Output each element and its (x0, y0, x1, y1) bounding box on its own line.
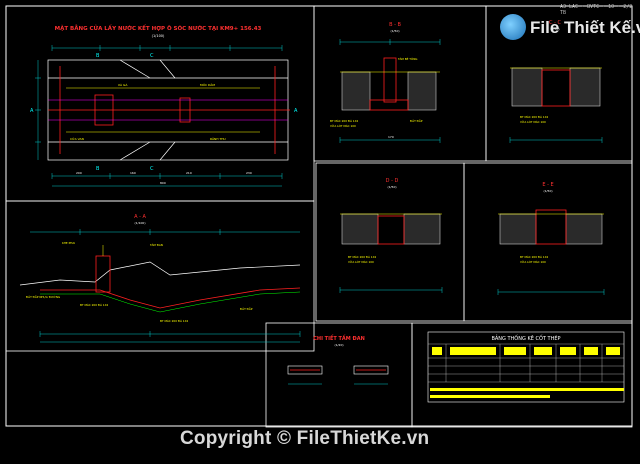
section-ee-title: E - E (542, 182, 553, 188)
svg-text:BT MÁC 200 ĐÁ 1X2: BT MÁC 200 ĐÁ 1X2 (520, 114, 548, 119)
svg-text:B: B (96, 53, 100, 59)
svg-text:230: 230 (246, 171, 252, 175)
svg-text:TÂM BÊ TÔNG: TÂM BÊ TÔNG (397, 56, 417, 61)
section-aa: A - A (1/100) KHE PHAI TÂM ĐAN ĐẤT ĐẮP NHỰ… (19, 214, 301, 343)
svg-text:BT MÁC 200 ĐÁ 1X2: BT MÁC 200 ĐÁ 1X2 (348, 254, 376, 259)
svg-text:KHE PHAI: KHE PHAI (62, 241, 75, 245)
table-title: BẢNG THỐNG KÊ CỐT THÉP (491, 334, 560, 342)
section-cc-panel-frame (485, 5, 633, 162)
filethietke-logo-icon (500, 14, 526, 40)
svg-text:VỮA LÓT MÁC 100: VỮA LÓT MÁC 100 (348, 259, 374, 264)
section-bb: B - B (1/50) TÂM BÊ TÔNG BT MÁC 200 ĐÁ 1X… (330, 22, 441, 143)
section-aa-scale: (1/100) (135, 221, 146, 225)
svg-text:210: 210 (186, 171, 192, 175)
svg-text:C: C (150, 166, 154, 172)
svg-text:BT MÁC 200 ĐÁ 1X2: BT MÁC 200 ĐÁ 1X2 (330, 118, 358, 123)
detail-scale: (1/20) (334, 343, 343, 347)
svg-text:ĐẤT ĐẮP NHỰA ĐƯỜNG: ĐẤT ĐẮP NHỰA ĐƯỜNG (26, 294, 60, 299)
svg-text:RÃNH THU: RÃNH THU (210, 136, 226, 141)
section-dd-scale: (1/50) (387, 185, 396, 189)
svg-text:200: 200 (76, 171, 82, 175)
svg-text:BT MÁC 200 ĐÁ 1X2: BT MÁC 200 ĐÁ 1X2 (520, 254, 548, 259)
section-ee-panel-frame (463, 162, 633, 322)
svg-text:BT MÁC 200 ĐÁ 1X2: BT MÁC 200 ĐÁ 1X2 (160, 318, 188, 323)
svg-text:A: A (294, 108, 298, 114)
sheet-code: A3 LAC · BVTC · 10 · 2/2 TB (560, 4, 633, 16)
svg-text:170: 170 (388, 135, 394, 139)
svg-text:160: 160 (130, 171, 136, 175)
svg-text:A: A (30, 108, 34, 114)
plan-view: MẶT BẰNG CỬA LẤY NƯỚC KẾT HỢP Ô SÓC NƯỚC… (30, 24, 298, 187)
section-aa-title: A - A (134, 214, 146, 220)
section-bb-title: B - B (389, 22, 401, 28)
svg-text:VỮA LÓT MÁC 100: VỮA LÓT MÁC 100 (520, 259, 546, 264)
svg-text:MỐC DẦM: MỐC DẦM (200, 82, 215, 87)
svg-text:CỬA VAN: CỬA VAN (70, 136, 84, 141)
rebar-table: BẢNG THỐNG KÊ CỐT THÉP (427, 331, 625, 403)
section-cc-scale: (1/50) (550, 27, 559, 31)
svg-text:VỮA LÓT MÁC 100: VỮA LÓT MÁC 100 (520, 119, 546, 124)
svg-text:TÂM ĐAN: TÂM ĐAN (149, 242, 163, 247)
svg-text:BT MÁC 200 ĐÁ 1X2: BT MÁC 200 ĐÁ 1X2 (80, 302, 108, 307)
svg-text:VỮA LÓT MÁC 100: VỮA LÓT MÁC 100 (330, 123, 356, 128)
section-bb-scale: (1/50) (390, 29, 399, 33)
section-aa-panel-frame (5, 200, 315, 352)
svg-text:ĐẤT ĐẮP: ĐẤT ĐẮP (410, 118, 423, 123)
section-cc-title: C - C (549, 20, 561, 26)
section-ee-scale: (1/50) (543, 189, 552, 193)
plan-title: MẶT BẰNG CỬA LẤY NƯỚC KẾT HỢP Ô SÓC NƯỚC… (55, 24, 262, 32)
table-panel-frame (411, 322, 633, 428)
svg-text:800: 800 (160, 181, 166, 185)
svg-text:XÀ GÀ: XÀ GÀ (118, 82, 128, 87)
detail-title: CHI TIẾT TẤM ĐAN (313, 334, 365, 342)
section-dd-title: D - D (386, 178, 399, 184)
plan-scale: (1/100) (152, 34, 165, 38)
svg-text:C: C (150, 53, 154, 59)
copyright-watermark: Copyright © FileThietKe.vn (180, 428, 430, 449)
detail-slab: CHI TIẾT TẤM ĐAN (1/20) (287, 334, 389, 385)
brand-logo: File Thiết Kế.vn (500, 14, 640, 44)
brand-name: File Thiết Kế.vn (530, 18, 640, 37)
svg-text:B: B (96, 166, 100, 172)
svg-text:ĐẤT ĐẮP: ĐẤT ĐẮP (240, 306, 253, 311)
